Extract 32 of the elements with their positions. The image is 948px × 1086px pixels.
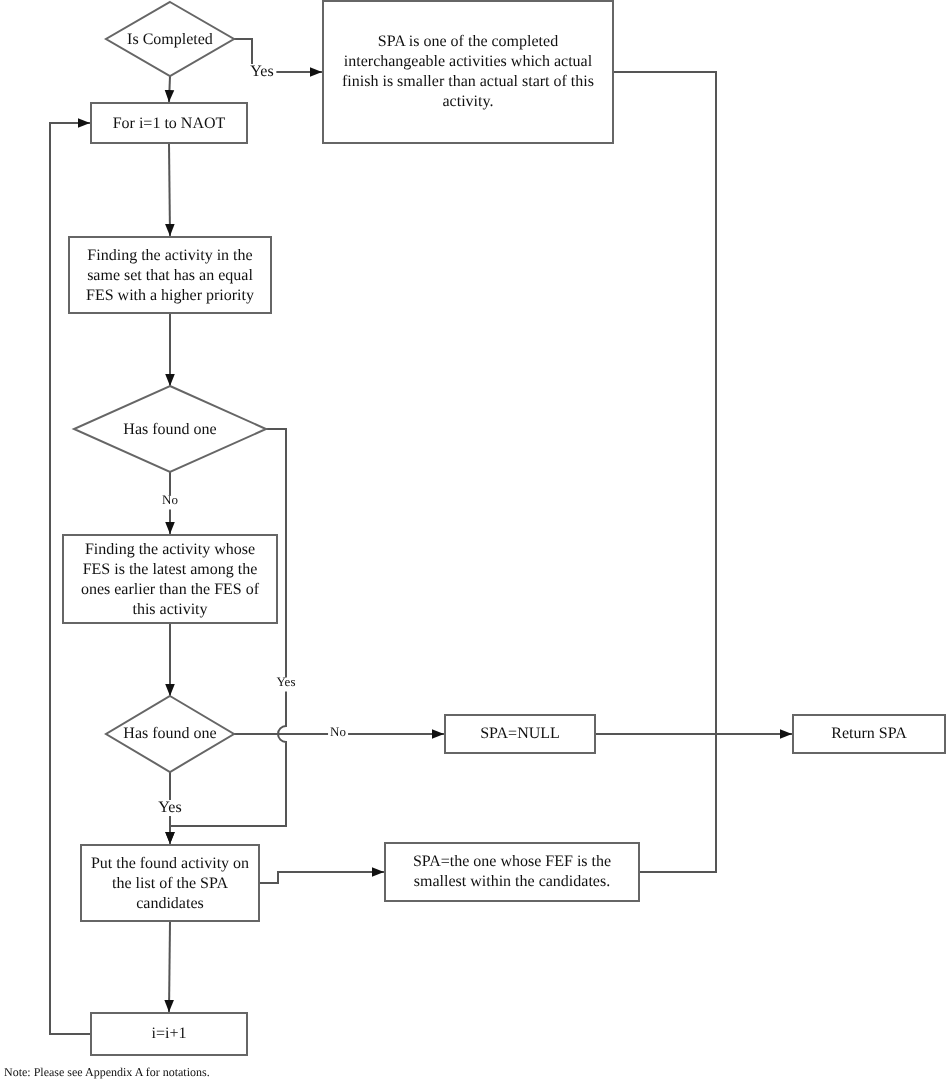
connector-arrow xyxy=(49,118,91,1035)
process-box xyxy=(792,714,946,754)
connector-arrow xyxy=(165,623,175,697)
node-text: SPA=the one whose FEF is the smallest within the candidates. xyxy=(410,852,614,892)
connector-arrow xyxy=(165,143,175,237)
node-text: For i=1 to NAOT xyxy=(110,113,228,133)
node-text: SPA is one of the completed interchangeable activities which actual finish is smaller than actual start of this activity. xyxy=(340,32,596,112)
connector-arrow xyxy=(595,729,793,739)
connector-arrow xyxy=(165,471,175,535)
process-box xyxy=(62,534,278,624)
connector-arrow xyxy=(164,921,174,1013)
node-text: Finding the activity in the same set that has an equal FES with a higher priority xyxy=(84,245,256,305)
connector-arrow xyxy=(233,729,445,739)
connector-arrow xyxy=(165,313,175,387)
node-text: Put the found activity on the list of the SPA candidates xyxy=(88,853,252,913)
process-box xyxy=(322,0,614,144)
node-text: Has found one xyxy=(121,419,219,439)
edge-label: Yes xyxy=(248,64,276,80)
node-text: SPA=NULL xyxy=(478,724,562,744)
node-text: Finding the activity whose FES is the latest among the ones earlier than the FES of this activity xyxy=(78,539,262,619)
process-box xyxy=(384,842,640,902)
node-text: Is Completed xyxy=(125,29,215,49)
connector-arrow xyxy=(164,75,175,103)
process-box xyxy=(90,102,248,144)
process-box xyxy=(68,236,272,314)
process-box xyxy=(90,1012,248,1056)
node-text: i=i+1 xyxy=(149,1024,189,1044)
connector-arrow xyxy=(259,867,385,884)
node-text: Return SPA xyxy=(829,724,909,744)
edge-label: Yes xyxy=(156,800,184,816)
process-box xyxy=(444,714,596,754)
node-text: Has found one xyxy=(121,724,219,744)
